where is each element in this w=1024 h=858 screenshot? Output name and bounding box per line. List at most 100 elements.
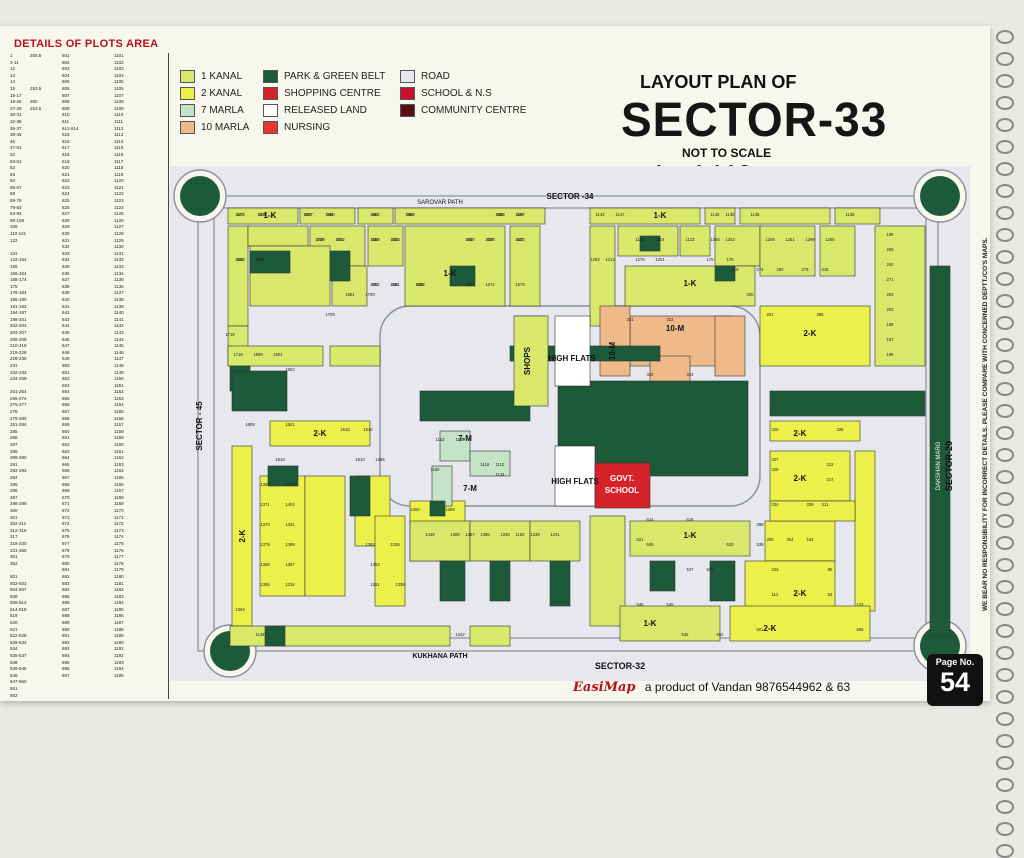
- table-cell: 1148: [114, 362, 124, 368]
- plot-number: 531: [327, 212, 335, 217]
- plot-number: 321: [627, 317, 635, 322]
- spiral-ring: [996, 822, 1014, 836]
- plot-number: 1357: [465, 532, 475, 537]
- table-cell: [30, 561, 48, 568]
- map-label: SECTOR-20: [944, 441, 954, 491]
- spiral-ring: [996, 800, 1014, 814]
- spiral-ring: [996, 118, 1014, 132]
- plot-number: 608: [392, 237, 400, 242]
- table-cell: 1186: [114, 613, 124, 619]
- table-cell: [30, 370, 48, 377]
- plot-number: 1251: [785, 237, 795, 242]
- plot-number: 1331: [285, 522, 295, 527]
- plot-number: 1599: [253, 352, 263, 357]
- table-cell: 644: [62, 323, 70, 329]
- table-cell: 202-203: [10, 323, 27, 329]
- plot-block: [374, 515, 406, 607]
- plot-number: 655: [497, 212, 505, 217]
- plot-number: 1368: [285, 542, 295, 547]
- table-cell: 1150: [114, 376, 124, 382]
- plot-number: 279: [802, 267, 810, 272]
- table-cell: [30, 172, 48, 179]
- legend-swatch: [263, 87, 278, 100]
- spiral-ring: [996, 316, 1014, 330]
- table-cell: 626: [62, 204, 70, 210]
- plot-block: [704, 207, 736, 225]
- shops-block: [513, 315, 549, 407]
- legend-label: 7 MARLA: [201, 105, 244, 116]
- table-cell: [30, 594, 48, 601]
- park-green-belt: [639, 235, 661, 252]
- table-cell: 539-545: [10, 666, 27, 672]
- plot-number: 1602: [285, 367, 295, 372]
- table-cell: [30, 185, 48, 192]
- page-label: Page No.: [935, 657, 975, 667]
- table-cell: 229-230: [10, 356, 27, 362]
- park-green-belt: [714, 265, 736, 282]
- table-cell: [30, 646, 48, 653]
- plot-number: 271: [887, 277, 895, 282]
- plot-number: 312: [827, 462, 835, 467]
- plot-number: 317: [827, 477, 835, 482]
- plot-number: 1672: [485, 282, 495, 287]
- plot-number: 1576: [257, 212, 267, 217]
- plot-number: 1585: [495, 212, 505, 217]
- table-cell: 27-29: [10, 105, 22, 111]
- table-cell: 68: [10, 191, 16, 197]
- table-cell: 1101: [114, 53, 124, 58]
- table-cell: 502-503: [10, 580, 27, 586]
- spiral-ring: [996, 272, 1014, 286]
- table-cell: [30, 693, 48, 699]
- plot-number: 1582: [370, 212, 380, 217]
- plot-number: 646: [467, 237, 475, 242]
- spiral-ring: [996, 228, 1014, 242]
- table-cell: 16-17: [10, 92, 22, 98]
- plot-number: 326: [837, 427, 845, 432]
- table-cell: 175: [10, 283, 18, 289]
- table-cell: [30, 218, 48, 225]
- table-cell: [30, 310, 48, 317]
- table-cell: 234-259: [10, 376, 27, 382]
- table-cell: 641: [62, 303, 70, 309]
- table-cell: 1105: [114, 79, 124, 85]
- table-cell: 656: [62, 402, 70, 408]
- table-cell: [30, 159, 48, 166]
- table-cell: 663: [62, 448, 70, 454]
- plot-number: 311: [822, 502, 829, 507]
- table-cell: [30, 429, 48, 436]
- table-cell: [30, 482, 48, 489]
- legend-label: COMMUNITY CENTRE: [421, 105, 527, 116]
- plot-number: 1370: [260, 522, 270, 527]
- table-cell: [30, 165, 48, 172]
- table-cell: 14: [10, 79, 16, 85]
- plot-number: 601: [372, 282, 380, 287]
- plot-block: [227, 225, 249, 327]
- table-cell: 95-108: [10, 217, 25, 223]
- table-cell: [30, 686, 48, 693]
- table-cell: 695: [62, 659, 70, 665]
- table-cell: 561: [10, 686, 18, 691]
- table-cell: 1192: [114, 653, 124, 659]
- plot-number: 328: [772, 467, 780, 472]
- spiral-ring: [996, 778, 1014, 792]
- table-cell: 1170: [114, 507, 124, 513]
- plot-number: 1588: [370, 237, 380, 242]
- table-cell: 1158: [114, 428, 124, 434]
- table-cell: 30-31: [10, 112, 22, 118]
- table-cell: 535-537: [10, 653, 27, 659]
- table-cell: 639: [62, 290, 70, 296]
- plot-block: [739, 207, 831, 225]
- plot-number: 1729: [255, 257, 265, 262]
- table-cell: 1147: [114, 356, 124, 362]
- spiral-ring: [996, 294, 1014, 308]
- table-cell: 1177: [114, 554, 124, 560]
- table-cell: 1167: [114, 488, 124, 494]
- table-cell: 1141: [114, 316, 124, 322]
- plot-number: 95: [828, 567, 833, 572]
- table-cell: [30, 396, 48, 403]
- table-cell: [30, 257, 48, 264]
- table-cell: 529-533: [10, 639, 27, 645]
- plot-number: 1299: [805, 237, 815, 242]
- plot-number: 547: [237, 212, 245, 217]
- plot-block: [764, 520, 836, 562]
